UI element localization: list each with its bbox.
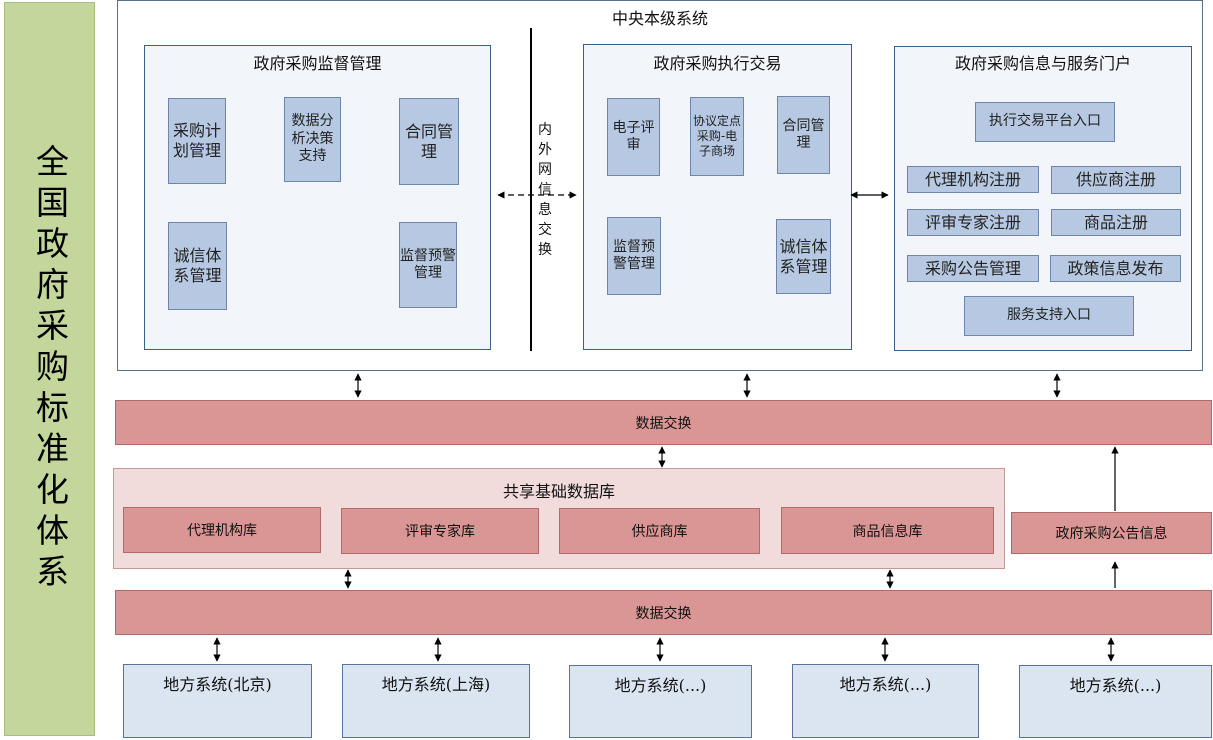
service-support-entry: 服务支持入口 [964, 296, 1134, 336]
supervision-panel-title: 政府采购监督管理 [253, 54, 382, 73]
supplier-registration-box: 供应商注册 [1051, 166, 1181, 194]
data-exchange-bottom-band: 数据交换 [115, 590, 1212, 635]
execution-supervision-box: 监督预警管理 [607, 217, 661, 295]
announcement-management-box: 采购公告管理 [907, 255, 1039, 282]
network-exchange-label: 内外网信息交换 [536, 120, 554, 260]
portal-panel-title: 政府采购信息与服务门户 [954, 54, 1131, 73]
execution-panel-title: 政府采购执行交易 [653, 54, 782, 73]
announcement-info-box: 政府采购公告信息 [1011, 512, 1212, 554]
local-system-3: 地方系统(...) [569, 665, 752, 738]
electronic-review-box: 电子评审 [607, 98, 660, 176]
credit-system-box: 诚信体系管理 [168, 222, 227, 310]
agreement-procurement-box: 协议定点采购-电子商场 [690, 97, 744, 176]
supplier-database: 供应商库 [559, 508, 760, 554]
data-exchange-top-band: 数据交换 [115, 400, 1212, 445]
procurement-plan-box: 采购计划管理 [168, 98, 226, 184]
expert-database: 评审专家库 [341, 508, 539, 554]
product-registration-box: 商品注册 [1051, 209, 1181, 236]
product-database: 商品信息库 [781, 507, 994, 554]
local-system-shanghai: 地方系统(上海) [342, 664, 530, 738]
execution-credit-box: 诚信体系管理 [776, 219, 831, 294]
execution-contract-box: 合同管理 [777, 96, 830, 174]
trading-platform-entry: 执行交易平台入口 [975, 102, 1115, 142]
local-system-beijing: 地方系统(北京) [123, 664, 312, 738]
local-system-4: 地方系统(...) [792, 664, 979, 738]
data-analysis-box: 数据分析决策支持 [284, 97, 341, 182]
contract-management-box: 合同管理 [399, 98, 459, 185]
central-system-title: 中央本级系统 [611, 9, 708, 28]
system-title-banner: 全国政府采购标准化体系 [4, 2, 95, 736]
agency-database: 代理机构库 [123, 507, 321, 553]
policy-publish-box: 政策信息发布 [1050, 255, 1181, 282]
shared-database-title: 共享基础数据库 [502, 482, 615, 501]
local-system-5: 地方系统(...) [1019, 665, 1212, 738]
system-title: 全国政府采购标准化体系 [30, 143, 70, 595]
execution-panel [583, 44, 852, 350]
supervision-alert-box: 监督预警管理 [399, 222, 457, 308]
agency-registration-box: 代理机构注册 [907, 166, 1039, 193]
expert-registration-box: 评审专家注册 [907, 209, 1039, 236]
